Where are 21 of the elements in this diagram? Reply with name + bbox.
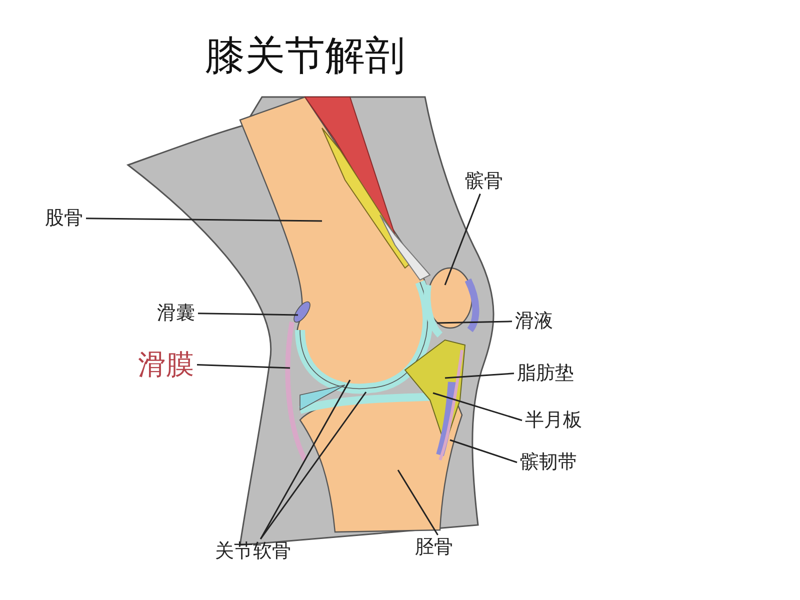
part-label: 髌骨	[465, 170, 503, 193]
leader-line	[444, 194, 481, 286]
part-label: 股骨	[45, 207, 83, 230]
leader-line	[450, 439, 518, 464]
part-label: 胫骨	[415, 536, 453, 559]
part-label: 脂肪垫	[517, 362, 574, 385]
part-label: 滑囊	[157, 302, 195, 325]
leader-line	[196, 364, 290, 369]
part-label: 滑膜	[138, 348, 194, 382]
leader-line	[86, 218, 322, 222]
leader-line	[444, 372, 514, 379]
diagram-title: 膝关节解剖	[205, 32, 405, 81]
part-label: 滑液	[515, 310, 553, 333]
leader-line	[432, 392, 522, 422]
leader-line	[198, 312, 298, 316]
part-label: 关节软骨	[215, 540, 291, 563]
leader-line	[260, 380, 351, 540]
part-label: 半月板	[525, 409, 582, 432]
part-label: 髌韧带	[520, 451, 577, 474]
leader-line	[260, 392, 367, 540]
leader-line	[436, 320, 512, 324]
